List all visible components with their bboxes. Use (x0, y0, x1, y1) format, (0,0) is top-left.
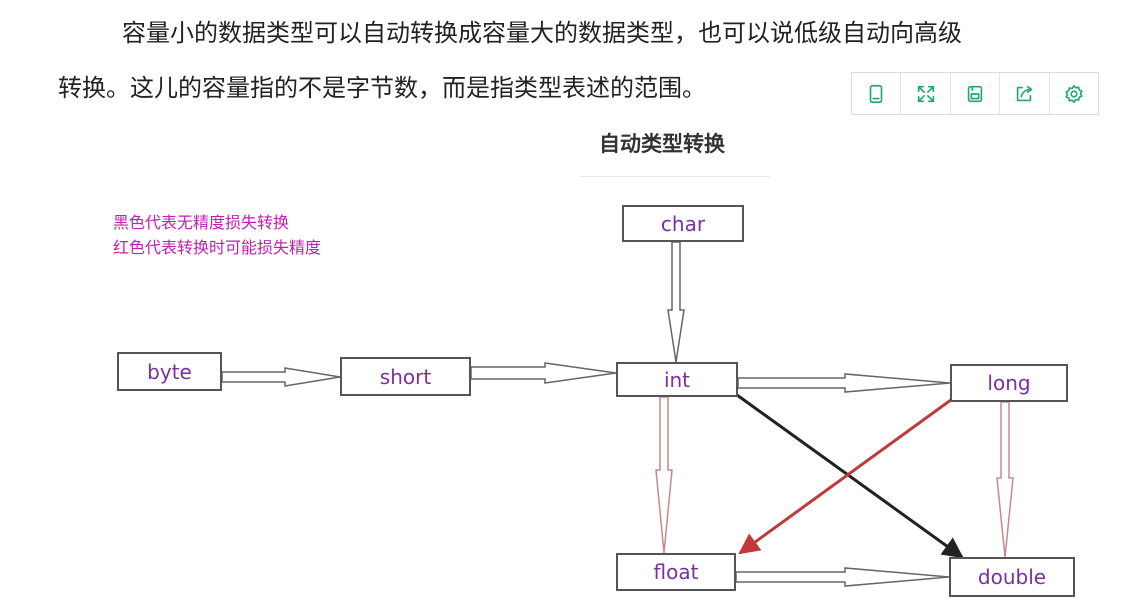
diagram-title: 自动类型转换 (599, 132, 725, 156)
legend-lossy: 红色代表转换时可能损失精度 (113, 238, 322, 257)
edge-char-int (667, 241, 685, 363)
node-short: short (340, 357, 471, 396)
tablet-view-button[interactable] (852, 73, 902, 114)
node-long: long (950, 364, 1068, 402)
save-icon (967, 85, 983, 102)
share-button[interactable] (1000, 73, 1050, 114)
legend-lossless: 黑色代表无精度损失转换 (113, 213, 290, 232)
save-button[interactable] (951, 73, 1001, 114)
paragraph-line-2: 转换。这儿的容量指的不是字节数，而是指类型表述的范围。 (58, 74, 706, 102)
node-int: int (616, 362, 738, 397)
edge-int-double (736, 393, 964, 559)
edge-long-float (738, 395, 956, 555)
share-icon (1017, 85, 1033, 101)
edge-long-double (996, 401, 1014, 558)
edge-int-float (655, 396, 673, 554)
fullscreen-icon (917, 85, 934, 102)
node-double: double (949, 557, 1075, 597)
node-char: char (622, 205, 744, 242)
legend: 黑色代表无精度损失转换 红色代表转换时可能损失精度 (113, 210, 321, 260)
edge-byte-short (221, 367, 341, 387)
tablet-icon (869, 84, 883, 103)
settings-icon (1065, 84, 1083, 103)
settings-button[interactable] (1050, 73, 1098, 114)
edge-short-int (470, 362, 617, 384)
edge-int-long (737, 373, 951, 393)
paragraph-line-1: 容量小的数据类型可以自动转换成容量大的数据类型，也可以说低级自动向高级 (122, 19, 962, 47)
edge-float-double (735, 567, 950, 587)
node-byte: byte (117, 352, 222, 391)
node-float: float (616, 553, 736, 591)
title-divider (580, 176, 770, 177)
image-toolbar (851, 72, 1099, 115)
fullscreen-button[interactable] (901, 73, 951, 114)
